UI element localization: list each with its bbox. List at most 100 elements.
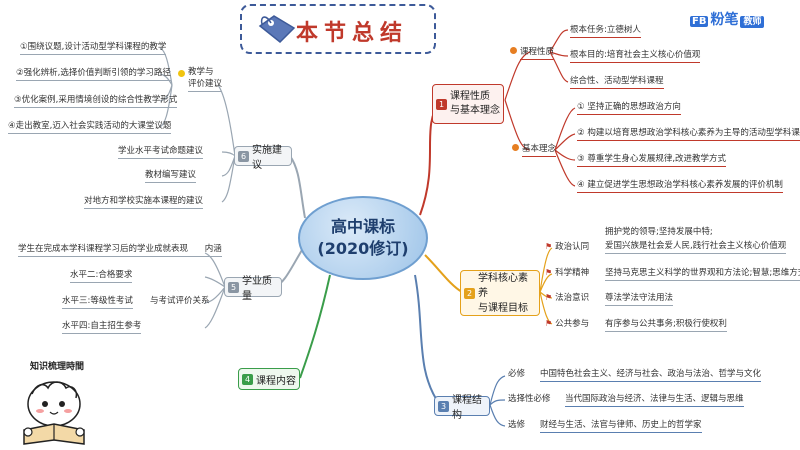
- branch-title: 课程结构: [452, 395, 482, 421]
- connector-b6-textbook: [221, 155, 236, 177]
- literacy-text: 爱国兴族是社会爱人民,践行社会主义核心价值观: [605, 242, 787, 254]
- teaching-item-text: 走出教室,迈入社会实践活动的大课堂议题: [15, 121, 172, 131]
- branch-number-badge: 1: [436, 98, 447, 110]
- literacy-label: 科学精神: [555, 268, 590, 278]
- connector-nature-2: [549, 51, 569, 57]
- branch-title-line1: 课程性质: [450, 91, 490, 102]
- brand-tag: 教师: [740, 16, 765, 28]
- connector-b5-3: [204, 286, 226, 304]
- nature-item: 根本目的:培育社会主义核心价值观: [570, 51, 701, 63]
- concept-item: ④ 建立促进学生思想政治学科核心素养发展的评价机制: [577, 181, 783, 193]
- nature-label: 课程性质: [520, 47, 555, 60]
- branch-course-structure: 3 课程结构: [434, 395, 490, 421]
- implementation-item: 学业水平考试命题建议: [118, 147, 204, 159]
- structure-label: 必修: [508, 369, 526, 379]
- teaching-label-node: 教学与评价建议: [178, 66, 223, 92]
- bullet-icon: [512, 144, 519, 151]
- brand-name: 粉笔: [710, 12, 739, 28]
- concept-item: ② 构建以培育思想政治学科核心素养为主导的活动型学科课程: [577, 129, 800, 141]
- connector-teaching-2: [159, 73, 173, 86]
- connector-nature-1: [549, 29, 569, 53]
- teaching-item: ②强化辨析,选择价值判断引领的学习路径: [16, 69, 171, 81]
- quality-connotation: 学生在完成本学科课程学习后的学业成就表现 内涵: [18, 245, 222, 257]
- concept-item-text: 尊重学生身心发展规律,改进教学方式: [587, 154, 727, 164]
- flag-icon: ⚑: [545, 293, 553, 302]
- quality-level3-relation: 与考试评价关系: [150, 296, 210, 306]
- concept-item: ① 坚持正确的思想政治方向: [577, 103, 681, 115]
- quality-level4: 水平四:自主招生参考: [62, 322, 142, 334]
- connector-concept-4: [554, 149, 576, 187]
- connector-b1-concept: [504, 99, 531, 151]
- structure-text: 财经与生活、法官与律师、历史上的哲学家: [540, 421, 702, 433]
- teaching-item-text: 优化案例,采用情境创设的综合性教学形式: [21, 95, 178, 105]
- connector-b3-1: [489, 375, 506, 406]
- bullet-icon: [510, 47, 517, 54]
- concept-item-text: 构建以培育思想政治学科核心素养为主导的活动型学科课程: [587, 128, 800, 138]
- literacy-row-political: ⚑政治认同: [545, 243, 589, 252]
- connector-teaching-1: [159, 47, 173, 86]
- connector-teaching-4: [159, 84, 173, 128]
- branch-academic-quality: 5 学业质量: [224, 276, 282, 302]
- concept-label: 基本理念: [522, 144, 557, 157]
- connector-concept-2: [554, 133, 576, 151]
- connector-b3-2: [489, 399, 506, 406]
- literacy-text: 尊法学法守法用法: [605, 294, 674, 306]
- connector-b6-teaching: [217, 84, 236, 157]
- literacy-label: 公共参与: [555, 319, 590, 329]
- branch-title-line2: 与课程目标: [478, 302, 528, 314]
- quality-level2: 水平二:合格要求: [70, 271, 133, 283]
- branch-title-line1: 学科核心素养: [478, 272, 528, 299]
- branch-number-badge: 5: [228, 281, 239, 293]
- literacy-text: 有序参与公共事务;积极行使权利: [605, 320, 727, 332]
- branch-title: 学业质量: [242, 276, 272, 302]
- literacy-row-law: ⚑法治意识: [545, 294, 589, 303]
- reading-character-illustration: [23, 381, 85, 445]
- connector-b2-3: [539, 291, 553, 299]
- item-marker: ④: [577, 180, 585, 190]
- item-marker: ③: [14, 95, 22, 105]
- nature-item: 综合性、活动型学科课程: [570, 77, 664, 89]
- implementation-item: 教材编写建议: [145, 171, 197, 183]
- teaching-label-line2: 评价建议: [188, 79, 223, 92]
- literacy-text: 坚持马克思主义科学的世界观和方法论;智慧;思维方式: [605, 269, 800, 281]
- structure-label: 选修: [508, 420, 526, 430]
- quality-tag: 内涵: [204, 244, 222, 254]
- literacy-row-science: ⚑科学精神: [545, 269, 589, 278]
- connector-b5-2: [204, 276, 226, 288]
- sticker-caption: 知识梳理時間: [30, 362, 85, 372]
- item-marker: ③: [577, 154, 585, 164]
- tag-icon: [258, 15, 296, 44]
- teaching-item-text: 强化辨析,选择价值判断引领的学习路径: [23, 68, 171, 78]
- concept-item-text: 坚持正确的思想政治方向: [587, 102, 681, 112]
- teaching-item: ④走出教室,迈入社会实践活动的大课堂议题: [8, 121, 172, 134]
- concept-item-text: 建立促进学生思想政治学科核心素养发展的评价机制: [587, 180, 783, 190]
- teaching-item: ③优化案例,采用情境创设的综合性教学形式: [14, 95, 178, 108]
- connector-b3-3: [489, 404, 506, 427]
- item-marker: ④: [8, 121, 16, 131]
- literacy-label: 法治意识: [555, 293, 590, 303]
- central-topic-line1: 高中课标: [330, 217, 395, 236]
- quality-level3: 水平三:等级性考试: [62, 297, 133, 309]
- structure-text: 中国特色社会主义、经济与社会、政治与法治、哲学与文化: [540, 370, 762, 382]
- structure-text: 当代国际政治与经济、法律与生活、逻辑与思维: [565, 395, 744, 407]
- connector-concept-3: [554, 149, 576, 161]
- banner-title: 本节总结: [296, 20, 409, 46]
- connector-b2-2: [539, 273, 553, 293]
- item-marker: ①: [577, 102, 585, 112]
- teaching-item-text: 围绕议题,设计活动型学科课程的教学: [27, 42, 167, 52]
- flag-icon: ⚑: [545, 319, 553, 328]
- connector-concept-1: [554, 107, 576, 151]
- teaching-item: ①围绕议题,设计活动型学科课程的教学: [20, 42, 167, 55]
- item-marker: ②: [16, 68, 24, 78]
- branch-core-literacy: 2 学科核心素养 与课程目标: [460, 270, 540, 316]
- nature-label-node: 课程性质: [510, 47, 555, 60]
- flag-icon: ⚑: [545, 242, 553, 251]
- branch-implementation: 6 实施建议: [234, 145, 292, 171]
- concept-item: ③ 尊重学生身心发展规律,改进教学方式: [577, 154, 727, 167]
- item-marker: ②: [577, 128, 585, 138]
- implementation-item: 对地方和学校实施本课程的建议: [84, 197, 204, 209]
- branch-course-nature: 1 课程性质 与基本理念: [432, 84, 504, 124]
- connector-to-b6: [289, 155, 306, 219]
